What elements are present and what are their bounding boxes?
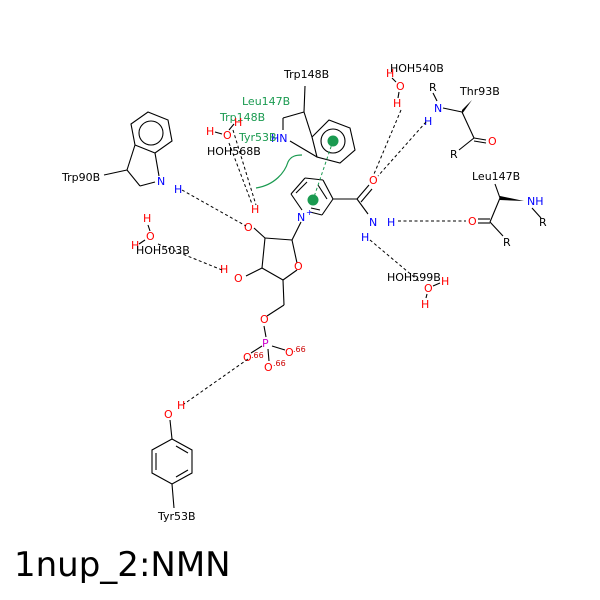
thr93-carbonyl-oxygen: O xyxy=(488,135,497,148)
residue-thr93: Thr93B R N H O R xyxy=(424,81,500,161)
residue-trp148-indole: HN Trp148B xyxy=(271,68,356,164)
hoh503-hydrogen-1: H xyxy=(143,212,151,225)
residue-tyr53: O H Tyr53B xyxy=(151,399,196,523)
amide-hydrogen-1: H xyxy=(387,216,395,229)
phosphate-oxygen-3: O xyxy=(264,361,273,374)
phosphate-group: P O .66 O .66 O .66 xyxy=(243,325,306,374)
tyr53-label: Tyr53B xyxy=(157,510,196,523)
pyridinium-nitrogen: N xyxy=(297,211,305,224)
ribose-o5-oxygen: O xyxy=(260,313,269,326)
tyr53-hydroxyl-oxygen: O xyxy=(164,408,173,421)
hoh503-oxygen: O xyxy=(146,230,155,243)
ribose-o3-oxygen: O xyxy=(234,272,243,285)
water-hoh540: HOH540B H O H xyxy=(386,62,444,110)
phosphate-charge-1: .66 xyxy=(251,351,264,360)
amide-oxygen: O xyxy=(369,174,378,187)
leu147-nh: NH xyxy=(527,195,544,208)
water-hoh503: H O H HOH503B xyxy=(131,212,190,257)
phosphate-charge-2: .66 xyxy=(293,345,306,354)
hoh540-oxygen: O xyxy=(396,80,405,93)
residue-trp90: N H Trp90B xyxy=(61,111,182,196)
trp148-label: Trp148B xyxy=(283,68,329,81)
trp148-indole-nh: HN xyxy=(271,132,288,145)
carboxamide-group: O N H H xyxy=(333,174,395,244)
trp148-green-label: Trp148B xyxy=(219,111,265,124)
thr93-label: Thr93B xyxy=(459,85,500,98)
hoh503-label: HOH503B xyxy=(136,244,190,257)
hoh568-label: HOH568B xyxy=(207,145,261,158)
hoh568-hydrogen-1: H xyxy=(206,125,214,138)
thr93-hydrogen: H xyxy=(424,115,432,128)
hydrophobic-arc xyxy=(255,154,303,189)
thr93-nitrogen: N xyxy=(434,102,442,115)
complex-title: 1nup_2:NMN xyxy=(14,545,231,585)
pi-stacking-interaction: Leu147B Trp148B Tyr53B xyxy=(219,95,339,206)
water-hoh599: HOH599B O H H xyxy=(387,271,449,311)
residue-leu147: Leu147B NH R O R xyxy=(468,170,547,249)
hoh568-oxygen: O xyxy=(223,129,232,142)
leu147-green-label: Leu147B xyxy=(242,95,290,108)
phosphate-oxygen-2: O xyxy=(285,346,294,359)
hoh503-hydrogen-2: H xyxy=(131,239,139,252)
phosphate-oxygen-1: O xyxy=(243,351,252,364)
water-hoh568: H O H HOH568B xyxy=(206,116,261,158)
hydrogen-bonds xyxy=(157,109,466,405)
ribose-ring: O O H O H O xyxy=(220,203,303,326)
tyr53-green-label: Tyr53B xyxy=(238,131,277,144)
tyr53-hydroxyl-hydrogen: H xyxy=(177,399,185,412)
trp90-label: Trp90B xyxy=(61,171,100,184)
leu147-carbonyl-oxygen: O xyxy=(468,215,477,228)
phosphate-charge-3: .66 xyxy=(273,359,286,368)
hoh599-hydrogen-1: H xyxy=(441,275,449,288)
ribose-o2-oxygen: O xyxy=(244,221,253,234)
hoh599-hydrogen-2: H xyxy=(421,298,429,311)
trp90-nitrogen: N xyxy=(157,175,165,188)
thr93-r-bottom: R xyxy=(450,148,458,161)
leu147-r-bottom: R xyxy=(503,236,511,249)
leu147-label: Leu147B xyxy=(472,170,520,183)
hoh568-hydrogen-2: H xyxy=(234,116,242,129)
hoh599-oxygen: O xyxy=(424,282,433,295)
pyridinium-charge: + xyxy=(306,208,313,217)
trp90-hydrogen: H xyxy=(174,183,182,196)
ribose-o2-hydrogen: H xyxy=(251,203,259,216)
phosphorus-atom: P xyxy=(262,337,269,350)
hoh540-hydrogen-2: H xyxy=(393,97,401,110)
thr93-r-top: R xyxy=(429,81,437,94)
amide-nitrogen: N xyxy=(369,216,377,229)
amide-hydrogen-2: H xyxy=(361,231,369,244)
leu147-wedge-bond xyxy=(500,196,524,201)
hoh540-label: HOH540B xyxy=(390,62,444,75)
hoh540-hydrogen-1: H xyxy=(386,67,394,80)
leu147-r-right: R xyxy=(539,216,547,229)
pyridinium-ring: N + xyxy=(290,177,334,224)
ribose-ring-oxygen: O xyxy=(294,260,303,273)
ribose-o3-hydrogen: H xyxy=(220,263,228,276)
